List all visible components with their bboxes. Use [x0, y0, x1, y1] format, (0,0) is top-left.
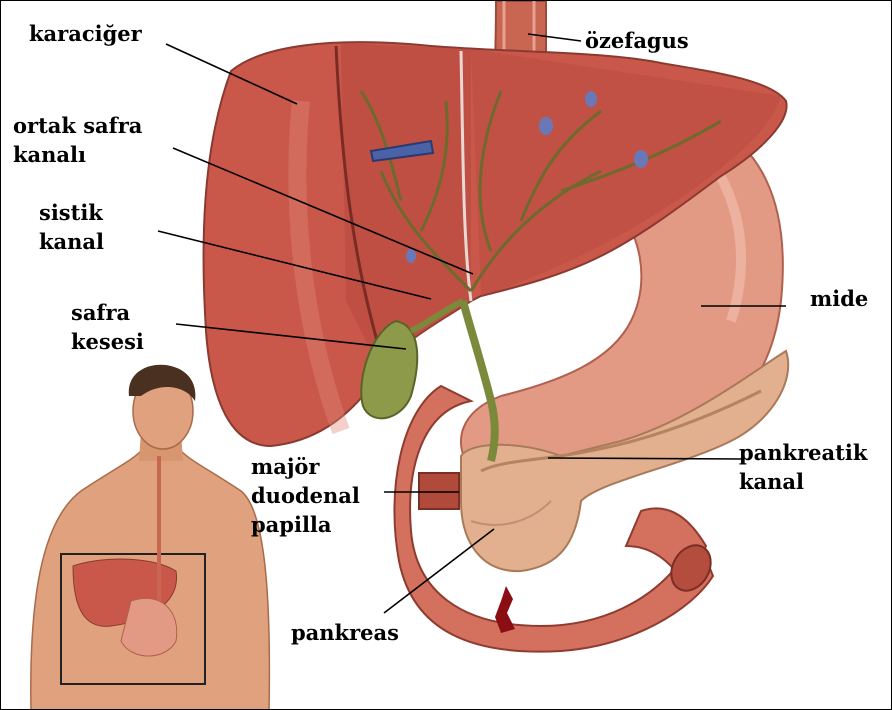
label-pankreas-line1: pankreas — [291, 618, 399, 647]
label-ortak-safra-line1: ortak safra — [13, 111, 142, 140]
label-major-line1: majör — [251, 452, 360, 481]
label-pankreas: pankreas — [291, 618, 399, 647]
label-ortak-safra-line2: kanalı — [13, 140, 142, 169]
label-pankreatik-line2: kanal — [739, 467, 867, 496]
label-sistik-line1: sistik — [39, 198, 104, 227]
label-ozefagus-line1: özefagus — [585, 26, 689, 55]
label-karaciger-line1: karaciğer — [29, 19, 142, 48]
label-pankreatik-line1: pankreatik — [739, 438, 867, 467]
label-pankreatik-kanal: pankreatik kanal — [739, 438, 867, 496]
label-ozefagus: özefagus — [585, 26, 689, 55]
label-sistik-kanal: sistik kanal — [39, 198, 104, 256]
label-major-line3: papilla — [251, 510, 360, 539]
label-mide-line1: mide — [810, 284, 868, 313]
label-mide: mide — [810, 284, 868, 313]
label-ortak-safra-kanali: ortak safra kanalı — [13, 111, 142, 169]
label-karaciger: karaciğer — [29, 19, 142, 48]
label-safra-kesesi-line2: kesesi — [71, 327, 144, 356]
label-sistik-line2: kanal — [39, 227, 104, 256]
label-safra-kesesi: safra kesesi — [71, 298, 144, 356]
label-major-duodenal-papilla: majör duodenal papilla — [251, 452, 360, 539]
label-safra-kesesi-line1: safra — [71, 298, 144, 327]
label-major-line2: duodenal — [251, 481, 360, 510]
